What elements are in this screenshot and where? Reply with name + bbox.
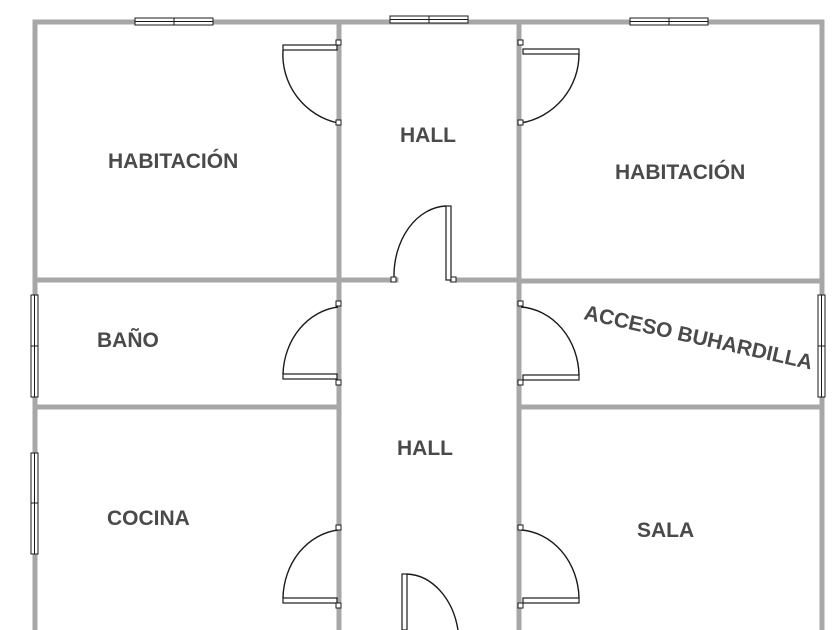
- door-kitchen: [282, 524, 342, 609]
- room-label-hall-top: HALL: [400, 124, 456, 147]
- door-hall-bottom: [401, 573, 459, 630]
- windows: [30, 15, 826, 555]
- door-hall-partition: [390, 205, 457, 283]
- window-top-center: [389, 15, 469, 24]
- room-label-attic-access: ACCESO BUHARDILLA: [582, 301, 815, 374]
- door-bedroom-left: [282, 39, 342, 126]
- window-top-left: [134, 17, 214, 26]
- door-bedroom-right: [517, 39, 580, 126]
- room-label-bathroom: BAÑO: [97, 329, 159, 352]
- room-labels: HABITACIÓN HALL HABITACIÓN BAÑO ACCESO B…: [97, 124, 815, 542]
- window-left-kitchen: [30, 452, 39, 555]
- room-label-bedroom-left: HABITACIÓN: [108, 149, 238, 173]
- room-label-kitchen: COCINA: [107, 507, 190, 530]
- door-living-room: [517, 524, 580, 609]
- room-label-living-room: SALA: [637, 519, 694, 542]
- doors: [282, 39, 580, 630]
- window-top-right: [629, 17, 709, 26]
- window-left-bathroom: [30, 294, 39, 398]
- room-label-hall-bottom: HALL: [397, 437, 453, 460]
- door-bathroom: [282, 300, 342, 386]
- room-label-bedroom-right: HABITACIÓN: [615, 160, 745, 184]
- door-attic-access: [517, 300, 580, 386]
- walls: [32, 19, 825, 630]
- window-right-attic: [817, 294, 826, 398]
